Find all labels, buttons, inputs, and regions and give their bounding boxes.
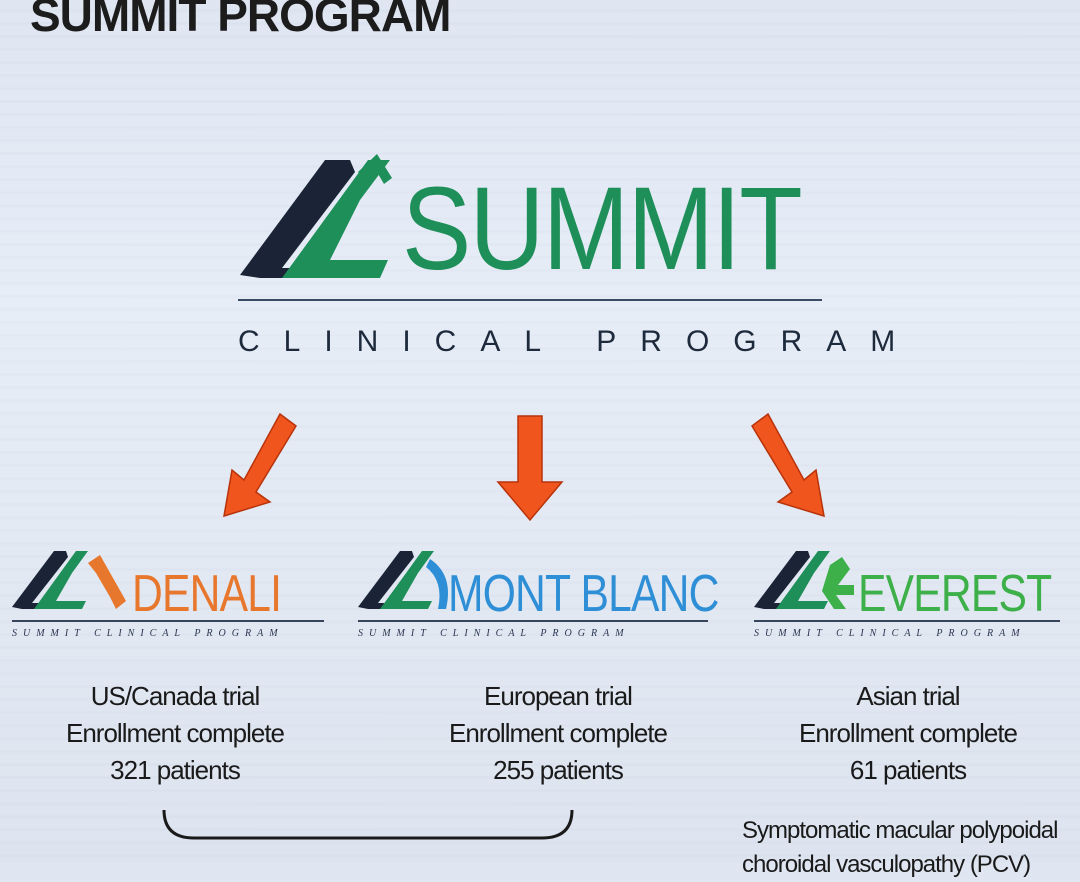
denali-logo-icon — [12, 551, 126, 609]
mont-blanc-logo-subtitle: SUMMIT CLINICAL PROGRAM — [358, 628, 630, 639]
arrow-down-icon — [496, 415, 564, 522]
everest-note-line1: Symptomatic macular polypoidal — [742, 817, 1058, 844]
mont-blanc-region: European trial — [484, 681, 633, 711]
summit-logo-icon — [240, 154, 392, 278]
slide-title: SUMMIT PROGRAM — [30, 0, 451, 41]
denali-status: Enrollment complete — [66, 718, 285, 748]
summit-logo-rule — [238, 299, 822, 301]
mont-blanc-logo-rule — [358, 620, 708, 622]
summit-logo-subtitle: CLINICAL PROGRAM — [238, 325, 920, 358]
everest-note-line2: choroidal vasculopathy (PCV) — [742, 851, 1031, 878]
everest-note: Symptomatic macular polypoidal choroidal… — [742, 814, 1058, 882]
mont-blanc-description: European trial Enrollment complete 255 p… — [408, 678, 708, 789]
mont-blanc-patients: 255 patients — [493, 755, 624, 785]
everest-region: Asian trial — [856, 681, 960, 711]
everest-status: Enrollment complete — [799, 718, 1018, 748]
mont-blanc-wordmark: MONT BLANC — [448, 565, 719, 623]
denali-logo-rule — [12, 620, 324, 622]
everest-logo-rule — [754, 620, 1060, 622]
everest-patients: 61 patients — [849, 755, 967, 785]
denali-logo-subtitle: SUMMIT CLINICAL PROGRAM — [12, 628, 284, 639]
everest-logo-icon — [754, 551, 854, 609]
denali-wordmark: DENALI — [132, 565, 282, 623]
denali-region: US/Canada trial — [90, 681, 261, 711]
grouping-bracket — [162, 809, 574, 840]
arrow-down-left-icon — [223, 412, 297, 518]
arrow-down-right-icon — [751, 412, 825, 518]
summit-wordmark: SUMMIT — [402, 163, 803, 295]
everest-description: Asian trial Enrollment complete 61 patie… — [758, 678, 1058, 789]
everest-wordmark: EVEREST — [858, 565, 1052, 623]
denali-patients: 321 patients — [110, 755, 241, 785]
mont-blanc-status: Enrollment complete — [449, 718, 668, 748]
everest-logo-subtitle: SUMMIT CLINICAL PROGRAM — [754, 628, 1026, 639]
mont-blanc-logo-icon — [358, 551, 448, 609]
denali-description: US/Canada trial Enrollment complete 321 … — [25, 678, 325, 789]
